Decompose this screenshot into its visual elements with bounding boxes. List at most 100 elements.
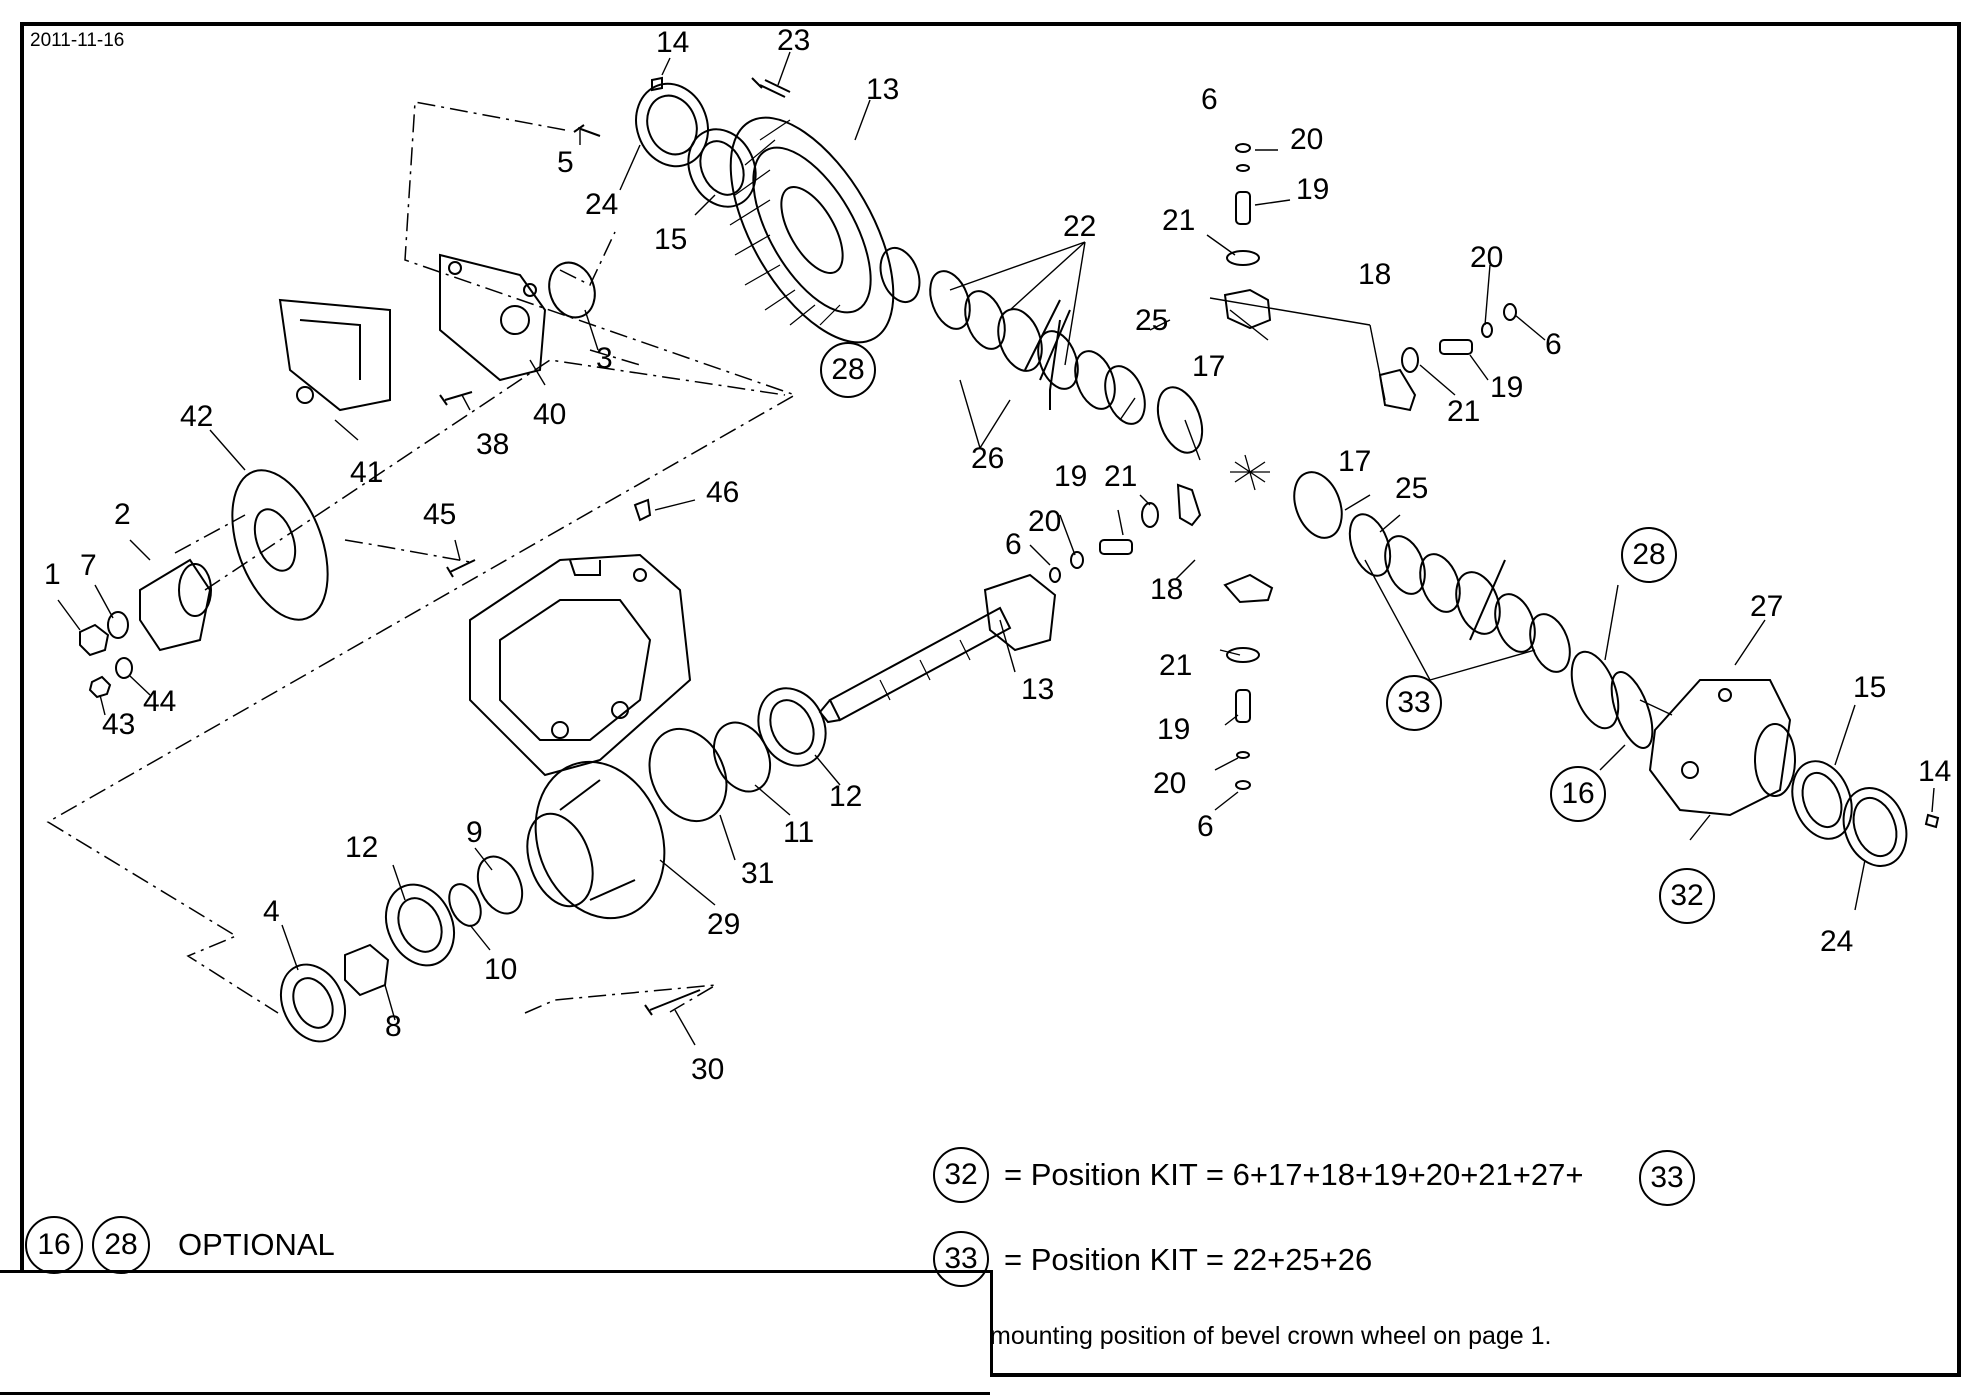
brake-disc-42 xyxy=(231,469,329,621)
callout-leaders xyxy=(57,51,1935,1046)
callout-11: 11 xyxy=(783,816,815,849)
assembly-lines xyxy=(46,101,797,1014)
spider-gear-18-top xyxy=(1223,288,1272,330)
callout-19-right: 19 xyxy=(1490,371,1524,404)
bolt-30 xyxy=(644,989,701,1016)
callout-25-right: 25 xyxy=(1395,472,1429,505)
callout-25-top: 25 xyxy=(1135,304,1169,337)
kit-32-ref-badge: 33 xyxy=(1639,1150,1695,1206)
o-ring-3 xyxy=(548,261,596,319)
frame-right xyxy=(1957,22,1961,1376)
spider-gear-18-mid xyxy=(1378,368,1417,412)
callout-21-right: 21 xyxy=(1447,395,1481,428)
screw-45 xyxy=(446,559,476,578)
callout-44: 44 xyxy=(143,685,177,718)
callout-9: 9 xyxy=(466,816,483,849)
disc-pack-right xyxy=(1348,513,1571,673)
pinion-shaft-13 xyxy=(818,573,1057,724)
washer-28-right xyxy=(1570,650,1620,730)
frame-bottom-right xyxy=(990,1373,1961,1377)
callout-42: 42 xyxy=(180,400,214,433)
adjusting-ring-24 xyxy=(635,82,709,168)
bearing-15 xyxy=(687,128,757,208)
callout-24-top: 24 xyxy=(585,188,619,221)
pinion-carrier-29 xyxy=(526,760,666,920)
disc-pack-top xyxy=(929,270,1146,425)
callout-20-bottom: 20 xyxy=(1153,767,1187,800)
ring-gear-13 xyxy=(729,116,895,344)
screws-top xyxy=(573,76,791,137)
callout-16-circled: 16 xyxy=(1550,766,1606,822)
callout-12-mid: 12 xyxy=(829,780,863,813)
o-ring-31 xyxy=(648,727,728,823)
callout-22: 22 xyxy=(1063,210,1097,243)
callout-10: 10 xyxy=(484,953,518,986)
callout-21-mid: 21 xyxy=(1104,460,1138,493)
bearing-15-right xyxy=(1791,760,1853,840)
optional-16-badge: 16 xyxy=(25,1216,83,1274)
small-washers xyxy=(1049,143,1517,790)
seal-4 xyxy=(279,963,347,1043)
callout-6-mid: 6 xyxy=(1005,528,1022,561)
callout-17-right: 17 xyxy=(1338,445,1372,478)
callout-6-right: 6 xyxy=(1545,328,1562,361)
callout-21-bottom: 21 xyxy=(1159,649,1193,682)
callout-6-top: 6 xyxy=(1201,83,1218,116)
callout-41: 41 xyxy=(350,456,384,489)
callout-18-bottom: 18 xyxy=(1150,573,1184,606)
callout-19-mid: 19 xyxy=(1054,460,1088,493)
callout-8: 8 xyxy=(385,1010,402,1043)
kit-33-badge: 33 xyxy=(933,1231,989,1287)
callout-5: 5 xyxy=(557,146,574,179)
callout-12-low: 12 xyxy=(345,831,379,864)
center-star xyxy=(1230,454,1270,491)
nut-8 xyxy=(344,943,390,997)
callout-28-circled-right: 28 xyxy=(1621,527,1677,583)
callout-28-circled-top: 28 xyxy=(820,342,876,398)
bearing-12-low xyxy=(384,883,456,967)
pin-19-mid xyxy=(1439,339,1473,355)
callout-20-top: 20 xyxy=(1290,123,1324,156)
callout-13-top: 13 xyxy=(866,73,900,106)
callout-29: 29 xyxy=(707,908,741,941)
callout-32-circled: 32 xyxy=(1659,868,1715,924)
drawing-date: 2011-11-16 xyxy=(30,30,125,51)
callout-13-low: 13 xyxy=(1021,673,1055,706)
side-gear-17 xyxy=(1156,386,1343,539)
callout-18-top: 18 xyxy=(1358,258,1392,291)
flange-2 xyxy=(139,558,212,652)
brake-caliper-41 xyxy=(278,298,391,412)
callout-20-right: 20 xyxy=(1470,241,1504,274)
callout-15-right: 15 xyxy=(1853,671,1887,704)
axle-housing xyxy=(469,553,692,777)
breather-46 xyxy=(633,498,652,522)
kit-32-definition: = Position KIT = 6+17+18+19+20+21+27+ xyxy=(1004,1157,1584,1192)
differential-case-27 xyxy=(1648,679,1796,817)
optional-28-badge: 28 xyxy=(92,1216,150,1274)
brake-bracket-40 xyxy=(439,253,547,382)
nut-43 xyxy=(88,675,112,699)
callout-46: 46 xyxy=(706,476,740,509)
callout-15-top: 15 xyxy=(654,223,688,256)
pinion-nut-9 xyxy=(476,855,524,915)
callout-30: 30 xyxy=(691,1053,725,1086)
o-ring-7 xyxy=(107,611,129,639)
callout-3: 3 xyxy=(596,342,613,375)
screw-14-right xyxy=(1924,813,1940,829)
pin-19-bottom xyxy=(1235,689,1251,723)
frame-note-divider xyxy=(990,1272,993,1377)
callout-7: 7 xyxy=(80,549,97,582)
callout-33-circled: 33 xyxy=(1386,675,1442,731)
leader-lines xyxy=(949,241,1536,681)
frame-bottom-left xyxy=(0,1392,990,1395)
spider-gear-18-bottom xyxy=(1223,573,1274,604)
optional-label: OPTIONAL xyxy=(178,1227,335,1262)
callout-24-right: 24 xyxy=(1820,925,1854,958)
kit-32-badge: 32 xyxy=(933,1147,989,1203)
callout-14-right: 14 xyxy=(1918,755,1952,788)
washer-44 xyxy=(115,657,133,679)
pin-19-top xyxy=(1235,191,1251,225)
pin-19-left xyxy=(1099,539,1133,555)
